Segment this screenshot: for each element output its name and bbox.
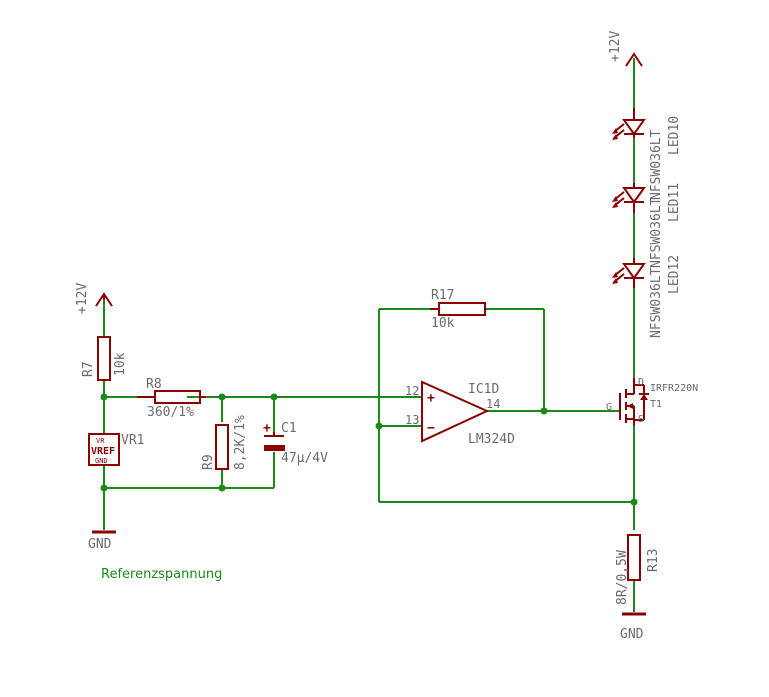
vr1-name: VR1	[121, 433, 144, 448]
gnd-left: GND	[88, 530, 116, 552]
ic1d-plus: +	[427, 391, 435, 406]
vr1-pin-top: VR	[96, 437, 105, 445]
t1-name: T1	[650, 399, 662, 410]
capacitor-c1: + C1 47µ/4V	[263, 421, 328, 466]
resistor-r17: R17 10k	[430, 288, 486, 331]
wires	[103, 58, 635, 612]
ic1d-value: LM324D	[468, 432, 515, 447]
ic1d-pin-out: 14	[486, 397, 500, 411]
led-led11	[612, 183, 646, 213]
r7-name: R7	[81, 361, 96, 377]
junction-node	[100, 484, 108, 492]
led10-value: NFSW036LT	[649, 129, 664, 200]
supply-left: +12V	[75, 283, 113, 314]
vr1-value: VREF	[91, 446, 115, 457]
supply-right-label: +12V	[608, 31, 623, 62]
ic1d-name: IC1D	[468, 382, 499, 397]
r9-name: R9	[201, 454, 216, 470]
r13-name: R13	[646, 549, 661, 572]
junction-node	[375, 422, 383, 430]
gnd-left-label: GND	[88, 537, 112, 552]
mosfet-t1: D G S IRFR220N T1	[606, 377, 698, 426]
resistor-r7: R7 10k	[81, 336, 128, 381]
led10-name: LED10	[667, 116, 682, 155]
junction-node	[540, 407, 548, 415]
r9-value: 8,2K/1%	[233, 415, 248, 470]
supply-right: +12V	[608, 31, 643, 67]
vref-vr1: VR GND VREF VR1	[88, 433, 144, 466]
junction-node	[270, 393, 278, 401]
junction-node	[218, 484, 226, 492]
junction-node	[100, 393, 108, 401]
junction-node	[218, 393, 226, 401]
gnd-right: GND	[620, 612, 646, 642]
r17-name: R17	[431, 288, 454, 303]
r17-value: 10k	[431, 316, 455, 331]
c1-plus: +	[263, 421, 271, 436]
r13-value: 8R/0,5W	[615, 550, 630, 605]
vr1-pin-bottom: GND	[95, 457, 108, 465]
t1-pin-d: D	[638, 377, 644, 388]
resistor-r9: R9 8,2K/1%	[201, 415, 248, 470]
ic1d-minus: −	[427, 421, 435, 436]
junctions	[100, 393, 638, 506]
ic1d-pin-inv: 13	[405, 413, 419, 427]
note-referenzspannung: Referenzspannung	[101, 567, 222, 582]
led12-value: NFSW036LT	[649, 267, 664, 338]
resistor-r8: R8 360/1%	[137, 377, 206, 420]
t1-pin-g: G	[606, 402, 612, 413]
led11-value: NFSW036LT	[649, 197, 664, 268]
led-led10	[612, 108, 646, 140]
resistor-r13: 8R/0,5W R13	[615, 534, 661, 605]
led11-name: LED11	[667, 183, 682, 222]
t1-pin-s: S	[638, 414, 644, 425]
r8-name: R8	[146, 377, 162, 392]
c1-value: 47µ/4V	[281, 451, 328, 466]
r8-value: 360/1%	[147, 405, 194, 420]
gnd-right-label: GND	[620, 627, 644, 642]
t1-value: IRFR220N	[650, 383, 698, 394]
junction-node	[630, 498, 638, 506]
supply-left-label: +12V	[75, 283, 90, 314]
led-led12	[612, 258, 646, 288]
r7-value: 10k	[113, 352, 128, 376]
opamp-ic1d: + − 12 13 14 IC1D LM324D	[405, 380, 515, 447]
led12-name: LED12	[667, 255, 682, 294]
ic1d-pin-noninv: 12	[405, 384, 419, 398]
c1-name: C1	[281, 421, 297, 436]
